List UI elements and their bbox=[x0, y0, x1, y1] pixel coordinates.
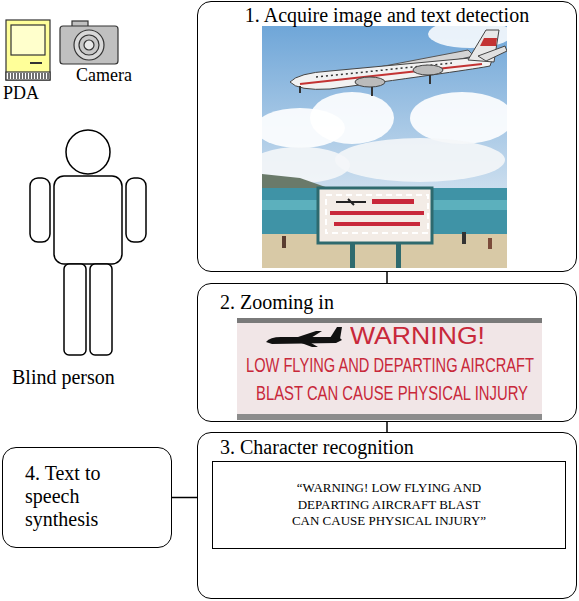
beach-person bbox=[488, 238, 492, 249]
pda-body bbox=[6, 20, 50, 80]
camera-body bbox=[60, 26, 118, 64]
recognized-text-box: “WARNING! LOW FLYING AND DEPARTING AIRCR… bbox=[212, 461, 566, 549]
sign-post bbox=[350, 243, 355, 268]
plane-engine bbox=[413, 65, 443, 75]
sign-text: WARNING! bbox=[350, 324, 485, 348]
zoom-plane-tail bbox=[330, 327, 342, 339]
zoom-sign-edge bbox=[237, 318, 542, 323]
plane-tail-mark bbox=[480, 38, 497, 46]
connector-line bbox=[386, 422, 388, 432]
connector-line bbox=[172, 497, 197, 499]
pda-ticks bbox=[9, 73, 48, 79]
person-arm bbox=[30, 178, 50, 242]
sign-text: LOW FLYING AND DEPARTING AIRCRAFT bbox=[246, 355, 534, 375]
beach-person bbox=[282, 236, 286, 248]
detection-box bbox=[326, 195, 428, 233]
sign-post bbox=[396, 243, 401, 268]
person-leg bbox=[64, 264, 86, 355]
pda-screen bbox=[11, 25, 45, 55]
step-title: 2. Zooming in bbox=[198, 284, 576, 313]
plane-engine bbox=[355, 77, 385, 87]
zoom-plane-wing bbox=[292, 331, 322, 347]
person-torso bbox=[54, 176, 122, 264]
zoom-sign-board bbox=[237, 318, 542, 420]
sign-text-mark bbox=[330, 211, 424, 215]
sign-text-mark bbox=[372, 199, 414, 204]
sign-text-mark bbox=[334, 222, 420, 226]
plane-fuselage bbox=[290, 57, 492, 89]
person-head bbox=[66, 130, 110, 174]
beach-person bbox=[462, 232, 466, 244]
recognized-text: “WARNING! LOW FLYING AND DEPARTING AIRCR… bbox=[239, 480, 539, 531]
sign-text: BLAST CAN CAUSE PHYSICAL INJURY bbox=[256, 383, 528, 403]
pda-button bbox=[30, 62, 42, 64]
step-box: 3. Character recognition “WARNING! LOW FL… bbox=[197, 432, 577, 599]
step-title: 3. Character recognition bbox=[198, 433, 576, 458]
camera-lens bbox=[74, 30, 104, 60]
plane-gear bbox=[300, 75, 430, 96]
step-box: 1. Acquire image and text detection bbox=[197, 1, 577, 272]
zoom-sign-edge bbox=[237, 414, 542, 420]
camera-lens-core bbox=[84, 40, 94, 50]
step-box: 4. Text to speech synthesis bbox=[2, 447, 172, 548]
cloud bbox=[310, 92, 394, 144]
sign-board bbox=[318, 188, 432, 243]
plane-windows bbox=[316, 63, 452, 77]
person-label: Blind person bbox=[12, 366, 115, 388]
camera-lens-ring bbox=[79, 35, 99, 55]
plane-stabilizer bbox=[478, 46, 507, 61]
cloud bbox=[335, 138, 505, 182]
device-label: PDA bbox=[3, 84, 39, 104]
cloud bbox=[410, 92, 507, 144]
person-arm bbox=[126, 178, 146, 242]
person-leg bbox=[90, 264, 112, 355]
sign-plane-icon bbox=[336, 199, 366, 205]
pda-base bbox=[6, 72, 50, 80]
plane-stripe bbox=[300, 64, 482, 84]
connector-line bbox=[386, 272, 388, 283]
step-title: 1. Acquire image and text detection bbox=[198, 2, 576, 26]
device-label: Camera bbox=[76, 66, 132, 86]
step-title: 4. Text to speech synthesis bbox=[3, 448, 147, 531]
